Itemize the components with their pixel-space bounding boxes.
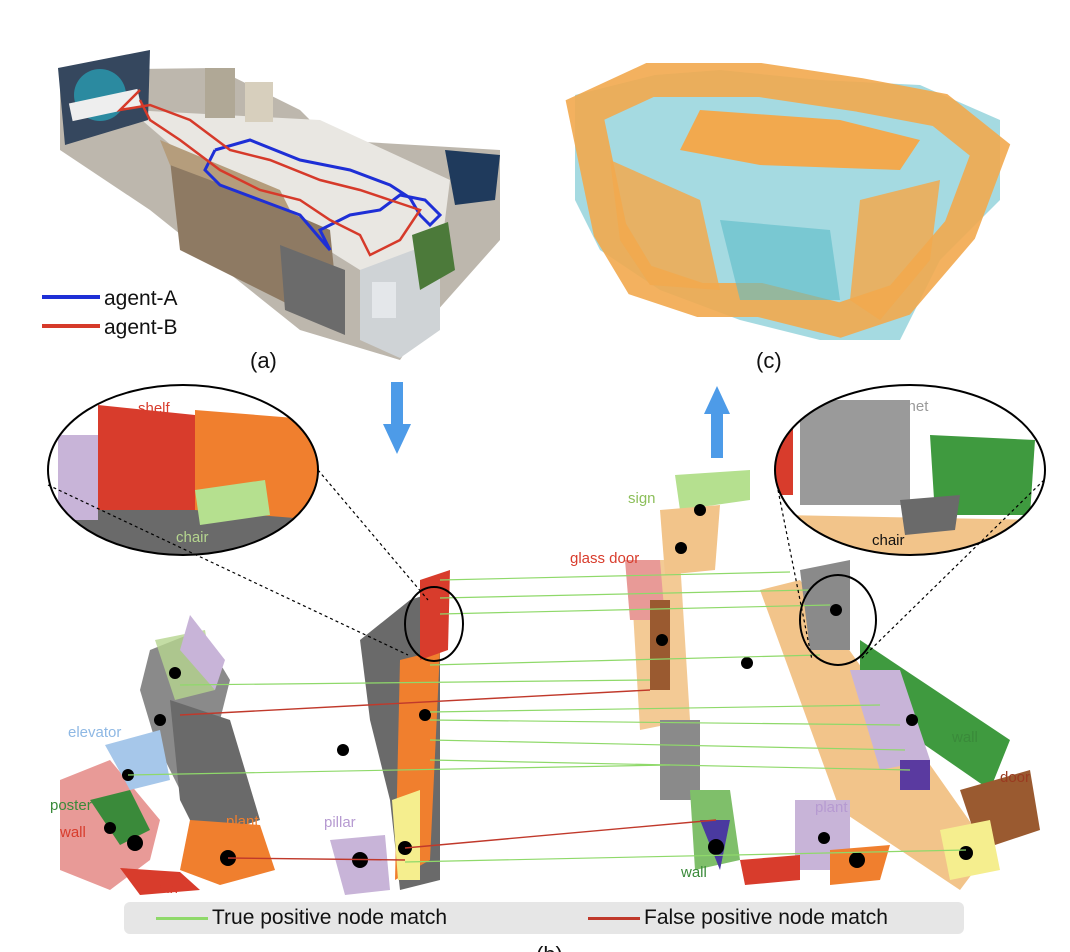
label-sign: sign [628,490,656,507]
legend-false-positive: False positive node match [588,904,888,932]
label-poster: poster [50,797,92,814]
panel-c-caption: (c) [756,348,782,373]
label-elevator: elevator [68,724,121,741]
panel-b-caption: (b) [536,942,563,952]
down-arrow [383,382,411,454]
label-plant-left: plant [226,813,259,830]
label-plant-right: plant [815,799,848,816]
panel-a-caption: (a) [250,348,277,373]
label-pillar: pillar [324,814,356,831]
up-arrow [704,386,730,458]
match-legend [124,902,964,934]
agent-a-label: agent-A [104,287,178,310]
node-match-lines [127,571,967,863]
agent-b-trajectory [116,89,422,257]
panel-c-merged-cloud: (c) [565,63,1011,373]
left-scene-graph: elevator poster wall bin plant pillar [50,570,450,897]
zoom-right-chair: chair [872,532,905,549]
legend-false-positive-label: False positive node match [644,906,888,929]
left-zoom-callout: shelf chair [47,384,464,662]
label-wall-right: wall [951,729,978,746]
agent-a-trajectory [203,138,443,251]
label-bin: bin [158,880,178,897]
label-glass-door: glass door [570,550,639,567]
label-wall-bottom: wall [680,864,707,881]
agent-a-legend: agent-A [42,287,178,310]
panel-a-reconstruction: agent-A agent-B (a) [42,50,500,373]
legend-true-positive: True positive node match [156,904,447,932]
true-positive-swatch [156,916,208,920]
right-zoom-callout: cabinet chair [774,384,1046,666]
false-positive-swatch [588,916,640,920]
label-wall-left: wall [59,824,86,841]
legend-true-positive-label: True positive node match [212,906,448,929]
label-door: door [1000,769,1030,786]
agent-b-label: agent-B [104,316,178,339]
zoom-left-shelf: shelf [138,400,171,417]
zoom-left-chair: chair [176,529,209,546]
zoom-right-cabinet: cabinet [880,398,929,415]
agent-b-legend: agent-B [42,316,178,339]
